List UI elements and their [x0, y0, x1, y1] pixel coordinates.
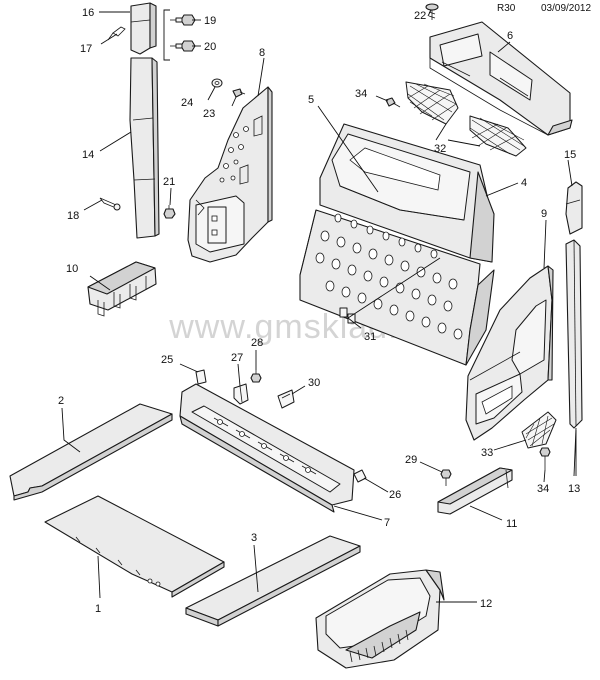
callout-28: 28	[251, 337, 263, 349]
part-26-clip	[353, 469, 367, 483]
part-33-net	[521, 411, 557, 449]
callout-10: 10	[66, 263, 78, 275]
part-8-side-panel-left	[187, 86, 273, 263]
callout-14: 14	[82, 149, 94, 161]
callout-6: 6	[507, 30, 513, 42]
callout-32: 32	[434, 143, 446, 155]
part-22-screw	[425, 3, 439, 20]
part-34-screw-lower	[539, 447, 551, 470]
callout-5: 5	[308, 94, 314, 106]
callout-34-lower: 34	[537, 483, 549, 495]
callout-13: 13	[568, 483, 580, 495]
part-6-upper-bracket	[429, 21, 573, 136]
part-16-pillar-cap	[130, 2, 157, 55]
callout-numbers: 16 17 14 18 19 20 24 23 8 21 10 22 6 34 …	[58, 7, 580, 615]
part-29-screw	[440, 469, 452, 486]
callout-16: 16	[82, 7, 94, 19]
callout-23: 23	[203, 108, 215, 120]
part-2-floor-panel	[9, 403, 173, 501]
part-15-pillar-cap-right	[565, 181, 583, 235]
callout-3: 3	[251, 532, 257, 544]
part-4-partition-lower	[299, 209, 495, 366]
part-30-clip	[277, 389, 295, 409]
callout-24: 24	[181, 97, 193, 109]
part-10-bracket	[87, 261, 157, 317]
part-24-grommet	[211, 78, 223, 88]
callout-31: 31	[364, 331, 376, 343]
callout-12: 12	[480, 598, 492, 610]
part-7-seat-trim	[179, 383, 355, 513]
callout-20: 20	[204, 41, 216, 53]
part-34-screw-upper	[385, 97, 401, 108]
callout-9: 9	[541, 208, 547, 220]
part-32-net-upper	[405, 81, 459, 125]
callout-29: 29	[405, 454, 417, 466]
part-25-clip	[195, 369, 207, 385]
part-13-pillar-trim-right	[565, 239, 583, 429]
callout-1: 1	[95, 603, 101, 615]
callout-25: 25	[161, 354, 173, 366]
part-21-screw	[163, 205, 176, 219]
part-28-screw	[250, 370, 262, 383]
part-3-floor-panel	[185, 535, 361, 627]
callout-30: 30	[308, 377, 320, 389]
part-11-step-trim	[437, 467, 513, 515]
part-31-clip	[339, 307, 356, 324]
callout-15: 15	[564, 149, 576, 161]
part-27-bracket	[233, 383, 249, 405]
callout-19: 19	[204, 15, 216, 27]
page-date: 03/09/2012	[541, 3, 591, 14]
page-code: R30	[497, 3, 516, 14]
callout-27: 27	[231, 352, 243, 364]
callout-34-upper: 34	[355, 88, 367, 100]
callout-18: 18	[67, 210, 79, 222]
leader-lines	[61, 9, 577, 603]
part-20-screw	[170, 40, 196, 52]
bracket-19-20	[163, 9, 170, 61]
callout-11: 11	[506, 518, 517, 530]
perforation-holes	[315, 213, 463, 340]
callout-17: 17	[80, 43, 92, 55]
part-18-clip	[99, 197, 121, 211]
callout-22: 22	[414, 10, 426, 22]
callout-7: 7	[384, 517, 390, 529]
callout-26: 26	[389, 489, 401, 501]
part-23-clip	[232, 88, 246, 98]
part-32-net-lower	[469, 115, 527, 157]
part-19-screw	[170, 14, 196, 26]
callout-33: 33	[481, 447, 493, 459]
callout-8: 8	[259, 47, 265, 59]
part-14-pillar-trim	[129, 57, 160, 239]
callout-4: 4	[521, 177, 527, 189]
part-12-storage-tray	[315, 569, 445, 669]
part-5-pad	[331, 133, 471, 221]
part-9-side-panel-right	[465, 265, 554, 441]
callout-21: 21	[163, 176, 175, 188]
part-1-floor-panel	[44, 495, 225, 598]
callout-2: 2	[58, 395, 64, 407]
